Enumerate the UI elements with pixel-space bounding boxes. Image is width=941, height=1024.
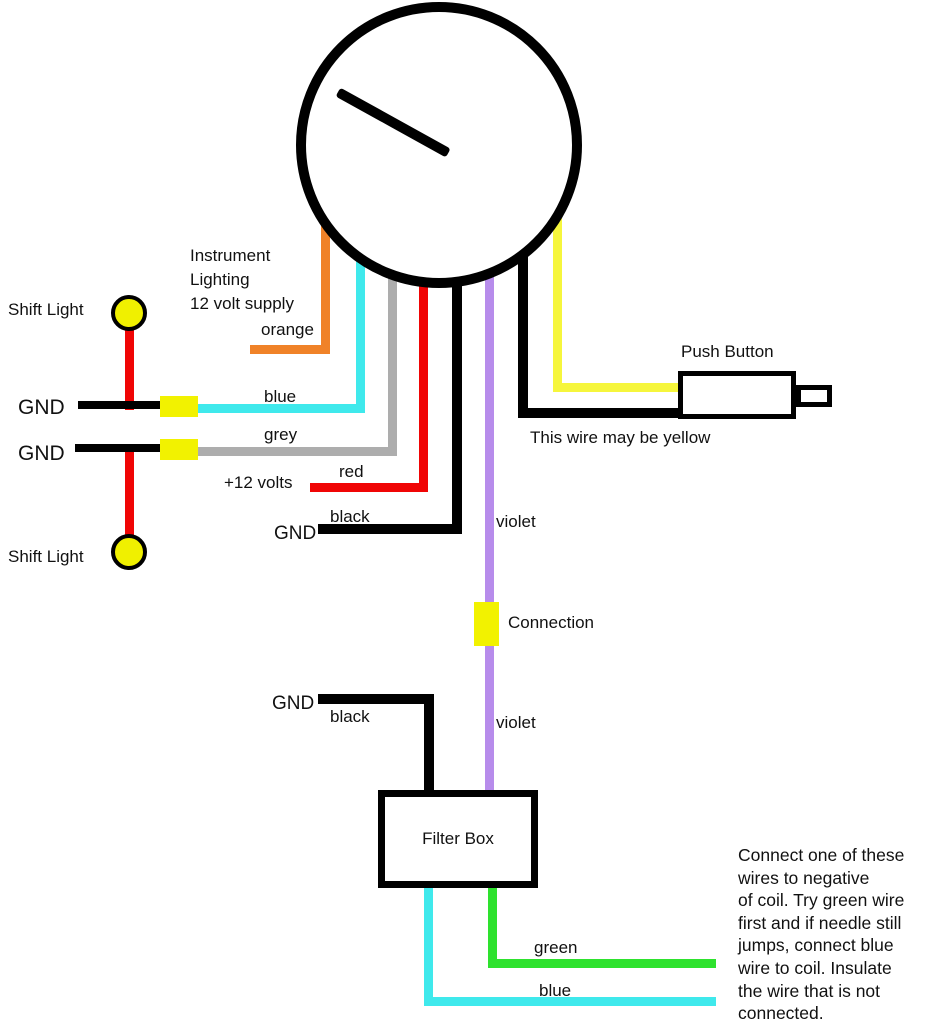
gnd-stub-row1 — [78, 401, 162, 409]
connector-row1 — [160, 396, 198, 417]
label-push-button: Push Button — [681, 342, 774, 361]
green-coil-wire-horizontal — [488, 959, 716, 968]
label-black-filter: black — [330, 707, 370, 726]
label-shift-light-top: Shift Light — [8, 300, 84, 319]
filter-gnd-wire-horizontal — [318, 694, 434, 704]
connector-row2 — [160, 439, 198, 460]
shift-light-top-bulb — [111, 295, 147, 331]
label-blue-bottom: blue — [539, 981, 572, 1000]
label-violet-upper: violet — [496, 512, 536, 531]
push-button-body — [678, 371, 796, 419]
orange-wire-vertical — [321, 222, 330, 354]
violet-wire — [485, 268, 494, 793]
red-wire-vertical — [419, 275, 428, 492]
label-connection: Connection — [508, 613, 595, 632]
blue-wire-horizontal — [197, 404, 365, 413]
label-plus-12-volts: +12 volts — [224, 473, 293, 492]
black-pushbutton-wire-horizontal — [518, 408, 683, 418]
label-orange: orange — [261, 320, 314, 339]
label-gnd-gauge: GND — [274, 523, 317, 544]
filter-gnd-wire-vertical — [424, 694, 434, 794]
green-coil-wire-vertical — [488, 884, 497, 968]
black-pushbutton-wire-vertical — [518, 245, 528, 418]
black-gnd-wire-vertical — [452, 275, 462, 534]
label-grey: grey — [264, 425, 298, 444]
label-green: green — [534, 938, 578, 957]
label-blue: blue — [264, 387, 297, 406]
label-coil-note: Connect one of these wires to negative o… — [738, 845, 905, 1024]
label-red: red — [339, 462, 364, 481]
filter-box-label: Filter Box — [422, 828, 494, 848]
label-gnd-row2: GND — [18, 442, 65, 465]
filter-box: Filter Box — [378, 790, 538, 888]
shift-light-bottom-bulb — [111, 534, 147, 570]
blue-wire-vertical — [356, 250, 365, 413]
push-button-plunger — [796, 385, 832, 407]
shift-light-top-red-wire — [125, 326, 134, 410]
label-black-gauge: black — [330, 507, 370, 526]
label-shift-light-bottom: Shift Light — [8, 547, 84, 566]
blue-coil-wire-vertical — [424, 884, 433, 1006]
grey-wire-horizontal — [197, 447, 397, 456]
label-yellow-note: This wire may be yellow — [530, 428, 711, 447]
black-gnd-wire-horizontal — [318, 524, 462, 534]
gnd-stub-row2 — [75, 444, 162, 452]
label-gnd-filter: GND — [272, 693, 315, 714]
yellow-wire-vertical — [553, 215, 562, 392]
orange-wire-horizontal — [250, 345, 330, 354]
label-gnd-row1: GND — [18, 396, 65, 419]
blue-coil-wire-horizontal — [424, 997, 716, 1006]
yellow-wire-horizontal — [553, 383, 683, 392]
shift-light-bottom-red-wire — [125, 446, 134, 540]
label-instrument-lighting: Instrument Lighting 12 volt supply — [190, 246, 294, 313]
grey-wire-vertical — [388, 265, 397, 456]
label-violet-lower: violet — [496, 713, 536, 732]
connection-box — [474, 602, 499, 646]
red-wire-horizontal — [310, 483, 428, 492]
